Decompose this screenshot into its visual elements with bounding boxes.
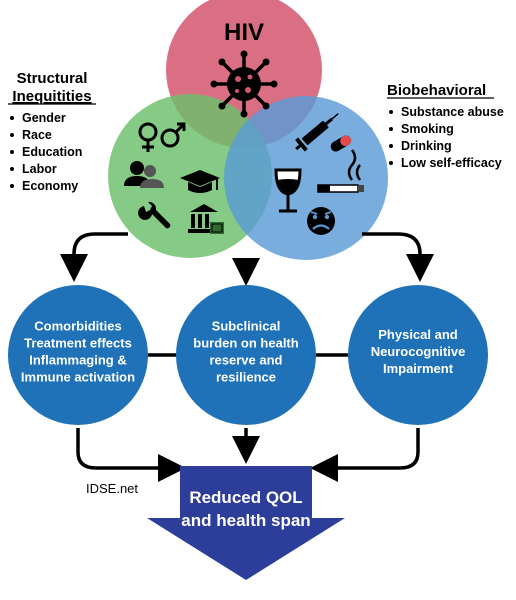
biobehavioral-list-item: Low self-efficacy	[401, 156, 502, 170]
comorbidities-line: Treatment effects	[24, 336, 132, 351]
result-arrow-shape	[147, 466, 345, 580]
people-icon	[124, 161, 164, 188]
biobehavioral-list-item: Smoking	[401, 122, 454, 136]
biobehavioral-list-item: Substance abuse	[401, 105, 504, 119]
biobehavioral-list-bullet	[389, 161, 393, 165]
gender-symbols-icon	[138, 122, 186, 152]
structural-list-bullet	[10, 116, 14, 120]
biobehavioral-block: Biobehavioral Substance abuseSmokingDrin…	[387, 82, 504, 170]
impairment-line: Neurocognitive	[371, 344, 466, 359]
structural-list-item: Gender	[22, 111, 66, 125]
arrow-left-to-result	[76, 428, 186, 482]
biobehavioral-list-item: Drinking	[401, 139, 452, 153]
structural-list-item: Economy	[22, 179, 78, 193]
subclinical-line: Subclinical	[212, 319, 281, 334]
subclinical-line: reserve and	[210, 353, 283, 368]
structural-list-item: Labor	[22, 162, 57, 176]
subclinical-line: burden on health	[193, 336, 299, 351]
subclinical-text: Subclinical burden on health reserve and re…	[193, 319, 299, 385]
structural-inequities-block: Structural Inequitities GenderRaceEducat…	[8, 70, 96, 193]
bank-money-icon	[188, 204, 224, 234]
impairment-line: Physical and	[378, 327, 458, 342]
structural-list-item: Race	[22, 128, 52, 142]
structural-title-line2: Inequitities	[12, 88, 91, 105]
structural-list-bullet	[10, 133, 14, 137]
arrow-to-left-circle	[60, 232, 128, 282]
impairment-line: Impairment	[383, 361, 454, 376]
biobehavioral-list-bullet	[389, 144, 393, 148]
sad-face-icon	[307, 207, 335, 235]
syringe-pill-icon	[295, 113, 352, 152]
result-line2: and health span	[181, 511, 310, 530]
cigarette-icon	[317, 149, 364, 193]
result-arrows	[76, 428, 420, 482]
arrow-to-right-circle	[362, 232, 434, 282]
comorbidities-circle	[8, 285, 148, 425]
arrow-right-to-result	[310, 428, 420, 482]
wine-glass-icon	[274, 168, 302, 213]
structural-list-bullet	[10, 167, 14, 171]
result-line1: Reduced QOL	[189, 488, 302, 507]
biobehavioral-title: Biobehavioral	[387, 82, 486, 99]
biobehavioral-list-bullet	[389, 110, 393, 114]
comorbidities-line: Inflammaging &	[29, 353, 127, 368]
comorbidities-line: Immune activation	[21, 370, 135, 385]
wrench-icon	[138, 201, 171, 229]
structural-list-bullet	[10, 184, 14, 188]
structural-list-item: Education	[22, 145, 82, 159]
biobehavioral-list-bullet	[389, 127, 393, 131]
hiv-title: HIV	[224, 19, 264, 46]
impairment-circle	[348, 285, 488, 425]
virus-icon	[210, 50, 278, 118]
subclinical-line: resilience	[216, 370, 276, 385]
structural-title-line1: Structural	[17, 70, 88, 87]
comorbidities-line: Comorbidities	[34, 319, 121, 334]
structural-list-bullet	[10, 150, 14, 154]
connector-arrows	[60, 232, 434, 286]
credit-label: IDSE.net	[86, 481, 138, 496]
graduation-cap-icon	[180, 170, 220, 193]
subclinical-circle	[176, 285, 316, 425]
